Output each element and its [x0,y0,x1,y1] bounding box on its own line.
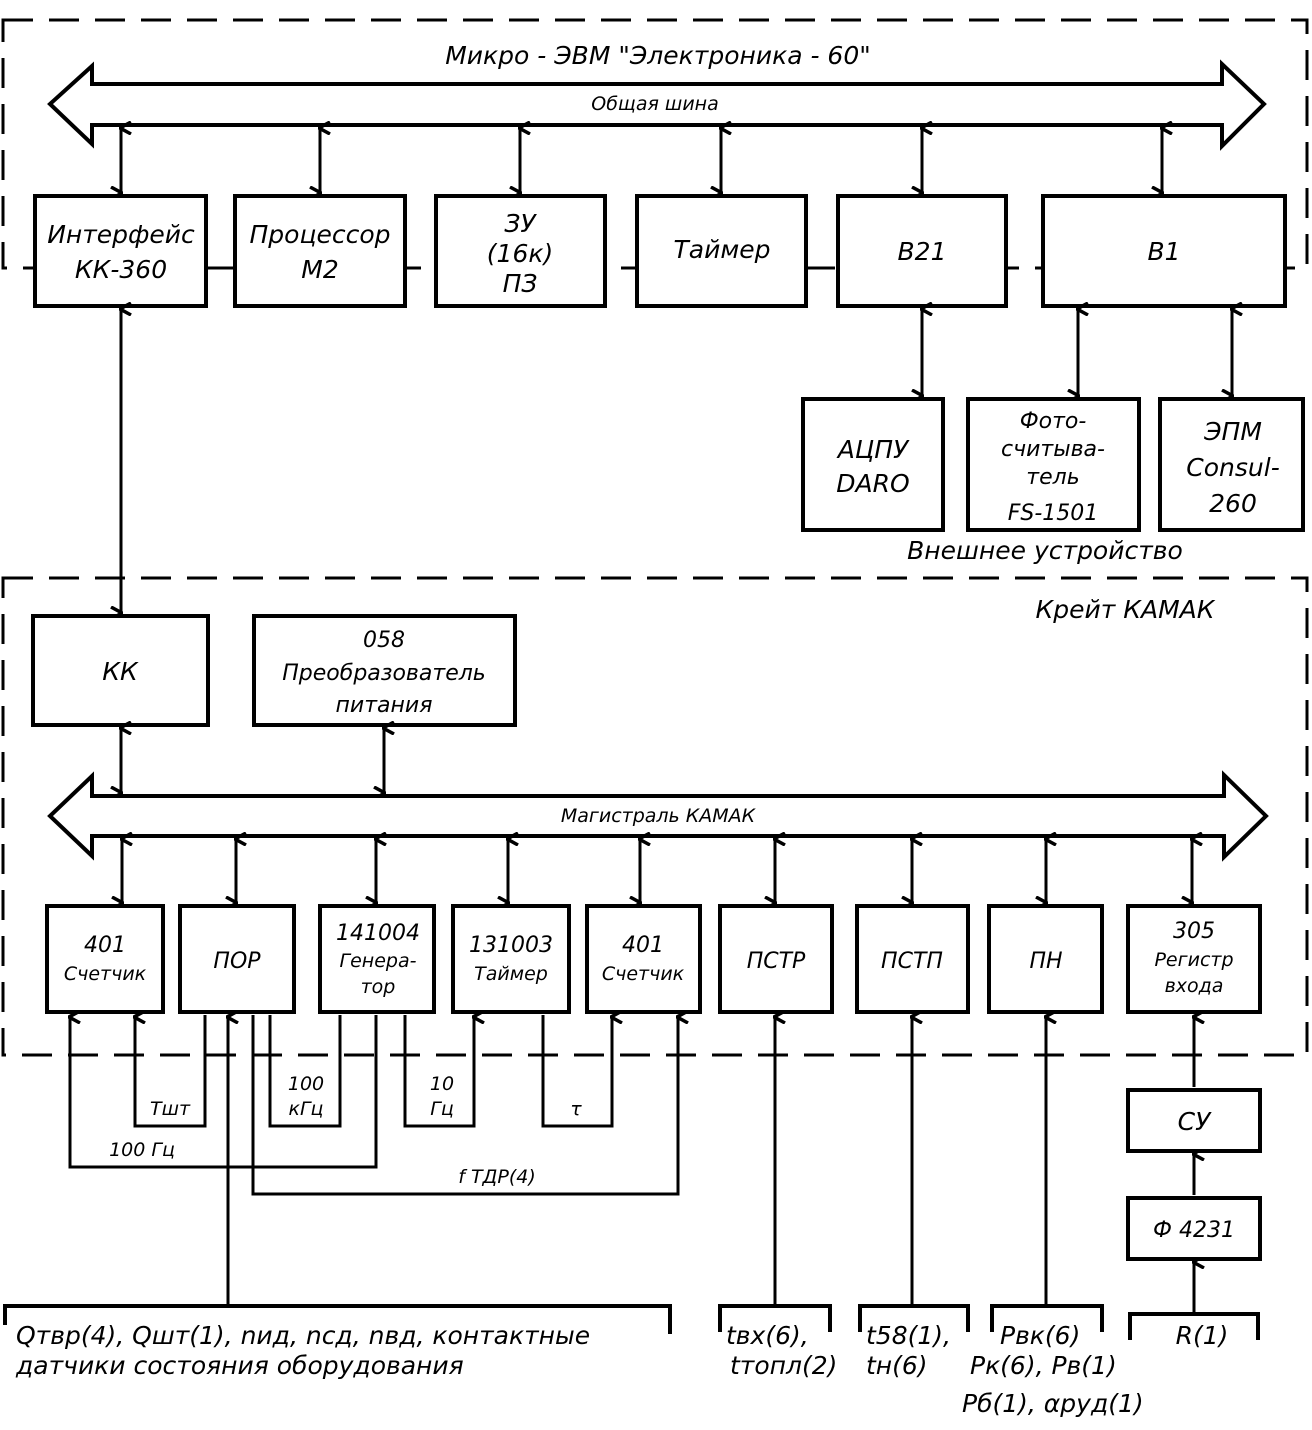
module-pn: ПН [987,904,1104,1014]
svg-text:401: 401 [84,933,126,958]
input-reg-line-1: R(1) [1176,1321,1229,1350]
camac-bus [47,770,1269,862]
device-consul: ЭПМ Consul- 260 [1158,397,1305,532]
svg-text:тель: тель [1026,465,1079,490]
svg-text:FS-1501: FS-1501 [1008,501,1099,526]
module-wiring [70,1015,1194,1312]
svg-text:КК-360: КК-360 [75,255,167,284]
svg-text:260: 260 [1209,489,1257,518]
common-bus-label: Общая шина [591,93,718,115]
signal-100khz-1: 100 [288,1073,324,1095]
input-brackets [3,1304,1260,1340]
micro-bus-connectors [121,128,1162,193]
block-su: СУ [1126,1088,1262,1153]
svg-text:Таймер: Таймер [474,963,548,985]
svg-text:401: 401 [622,933,664,958]
signal-tau: τ [570,1098,582,1120]
block-b21: В21 [836,194,1008,308]
device-printer: АЦПУ DARO [801,397,945,532]
micro-evm-title: Микро - ЭВМ "Электроника - 60" [445,41,871,70]
input-pn-line-1: Pвк(6) [1000,1321,1080,1350]
svg-text:Процессор: Процессор [249,220,390,249]
svg-text:КК: КК [102,657,139,686]
svg-text:305: 305 [1173,919,1215,944]
svg-text:Фото-: Фото- [1020,409,1087,434]
svg-text:Преобразователь: Преобразователь [282,661,486,686]
camac-bus-label: Магистраль КАМАК [561,805,757,827]
svg-text:М2: М2 [301,255,338,284]
svg-text:Счетчик: Счетчик [64,963,147,985]
module-timer: 131003 Таймер [451,904,571,1014]
svg-text:питания: питания [336,693,433,718]
block-memory: ЗУ (16к) ПЗ [434,194,607,308]
module-por: ПОР [178,904,296,1014]
svg-text:141004: 141004 [336,921,420,946]
svg-text:Таймер: Таймер [674,235,771,264]
svg-text:ЗУ: ЗУ [504,209,537,238]
svg-text:Генера-: Генера- [340,950,417,972]
svg-text:ПЗ: ПЗ [503,269,538,298]
module-pstr: ПСТР [718,904,834,1014]
svg-text:Регистр: Регистр [1154,949,1233,971]
camac-bus-connectors [122,839,1192,903]
block-kk: КК [31,614,210,727]
input-sensors-line-2: датчики состояния оборудования [15,1351,464,1380]
common-bus [47,59,1267,151]
svg-text:тор: тор [361,976,396,998]
svg-text:Интерфейс: Интерфейс [47,220,195,249]
svg-text:ПН: ПН [1029,949,1062,974]
svg-text:ПОР: ПОР [213,949,261,974]
block-timer: Таймер [635,194,808,308]
signal-t-sht: Тшт [150,1098,191,1120]
block-interface: Интерфейс КК-360 [33,194,208,308]
svg-text:считыва-: считыва- [1001,437,1105,462]
svg-text:131003: 131003 [469,933,553,958]
external-connectors [922,309,1232,396]
crate-boundary [1,576,1309,1057]
svg-text:ПСТП: ПСТП [881,949,943,974]
module-counter-2: 401 Счетчик [585,904,702,1014]
signal-10hz-2: Гц [430,1098,454,1120]
input-pn-line-2: Pк(6), Pв(1) [970,1351,1117,1380]
svg-text:входа: входа [1165,975,1224,997]
svg-text:Consul-: Consul- [1186,453,1279,482]
input-pn-line-3: Pб(1), αруд(1) [962,1389,1144,1418]
svg-text:В1: В1 [1147,237,1180,266]
module-pstp: ПСТП [855,904,970,1014]
input-pstr-line-1: tвх(6), [726,1321,809,1350]
block-f4231: Ф 4231 [1126,1196,1262,1261]
svg-text:058: 058 [363,628,405,653]
svg-text:ПСТР: ПСТР [747,949,806,974]
block-b1: В1 [1041,194,1287,308]
external-device-label: Внешнее устройство [907,536,1183,565]
signal-100hz: 100 Гц [109,1139,175,1161]
module-register: 305 Регистр входа [1126,904,1262,1014]
input-pstr-line-2: tтопл(2) [730,1351,837,1380]
svg-text:ЭПМ: ЭПМ [1203,417,1262,446]
input-pstp-line-1: t58(1), [866,1321,951,1350]
svg-text:Ф 4231: Ф 4231 [1153,1218,1235,1243]
module-generator: 141004 Генера- тор [318,904,436,1014]
signal-100khz-2: кГц [289,1098,324,1120]
svg-text:АЦПУ: АЦПУ [836,435,910,464]
module-counter-1: 401 Счетчик [45,904,165,1014]
svg-text:СУ: СУ [1178,1107,1212,1136]
crate-label: Крейт КАМАК [1035,595,1215,624]
block-power-converter: 058 Преобразователь питания [252,614,517,727]
input-pstp-line-2: tн(6) [866,1351,928,1380]
signal-10hz-1: 10 [430,1073,454,1095]
svg-text:DARO: DARO [836,469,909,498]
signal-ftdr: f ТДР(4) [458,1166,536,1188]
device-photoreader: Фото- считыва- тель FS-1501 [966,397,1141,532]
svg-text:В21: В21 [898,237,947,266]
block-processor: Процессор М2 [233,194,407,308]
svg-text:(16к): (16к) [487,239,553,268]
input-sensors-line-1: Qтвр(4), Qшт(1), nид, nсд, nвд, контактн… [16,1321,590,1350]
svg-text:Счетчик: Счетчик [602,963,685,985]
crate-top-connectors [121,728,384,793]
